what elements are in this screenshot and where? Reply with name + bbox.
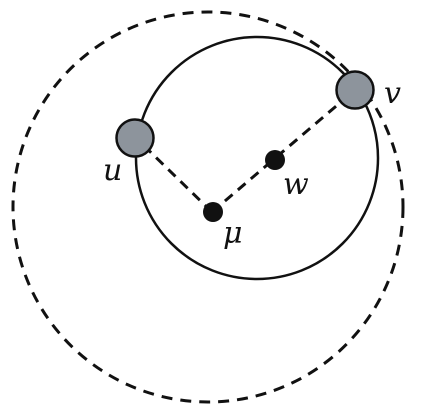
outer-dashed-circle	[11, 10, 405, 404]
label-u: u	[103, 153, 122, 188]
node-u	[115, 118, 155, 158]
label-mu: μ	[223, 216, 243, 251]
node-v	[335, 70, 375, 110]
label-v: v	[384, 76, 401, 111]
point-mu	[203, 202, 223, 222]
inner-solid-circle	[134, 35, 380, 281]
label-w: w	[283, 167, 309, 202]
dashed-line-mu-to-v	[211, 88, 356, 214]
point-w	[265, 150, 285, 170]
